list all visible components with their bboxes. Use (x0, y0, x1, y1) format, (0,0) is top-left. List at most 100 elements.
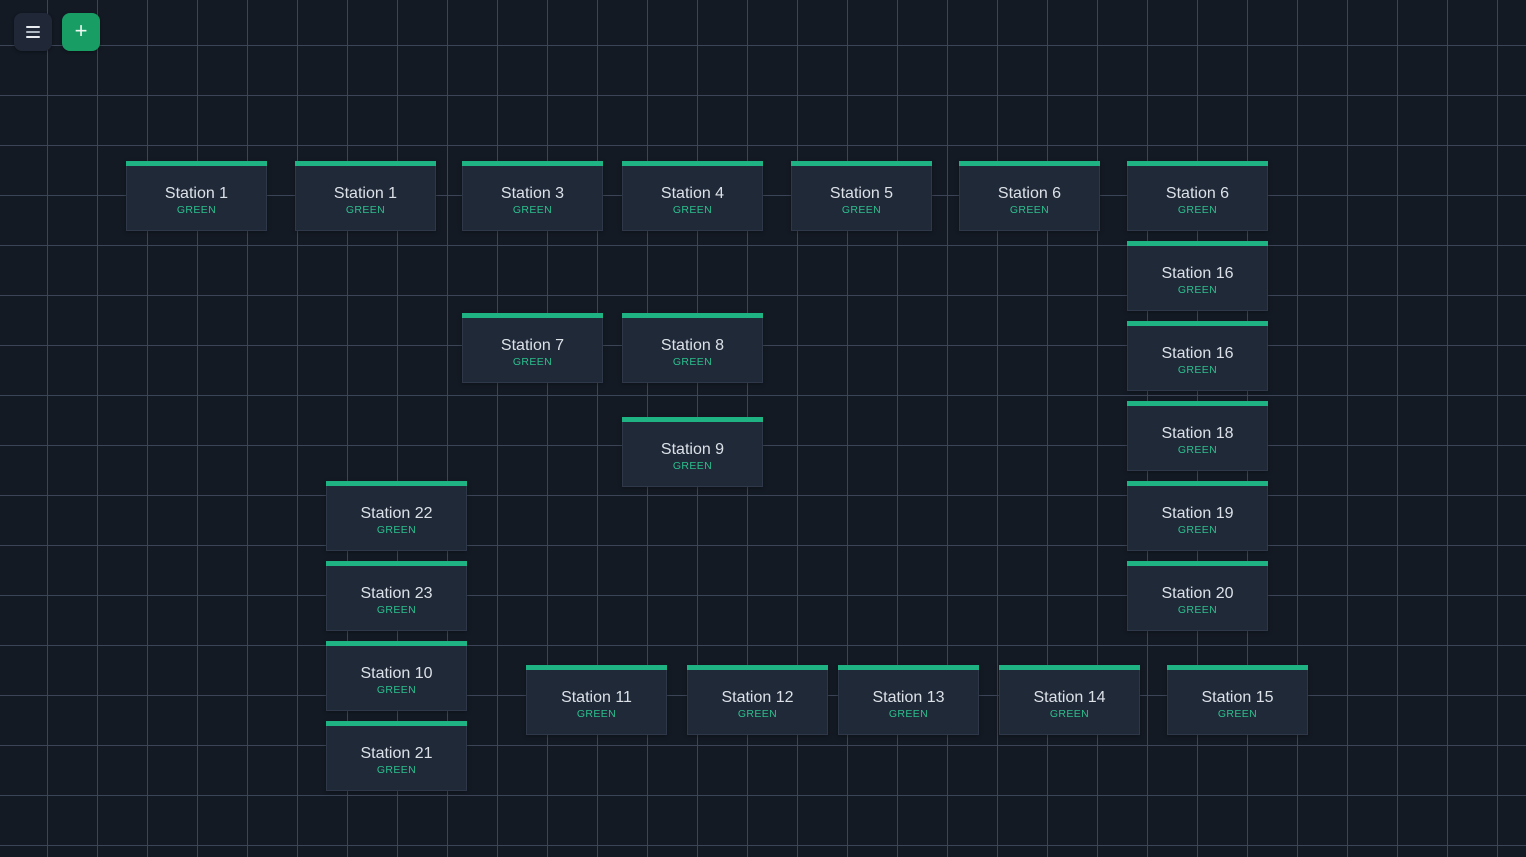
node-status-bar (1127, 321, 1268, 326)
node-body: Station 23 GREEN (327, 566, 466, 630)
node-body: Station 11 GREEN (527, 670, 666, 734)
node-body: Station 18 GREEN (1128, 406, 1267, 470)
station-node[interactable]: Station 14 GREEN (999, 665, 1140, 735)
station-title: Station 6 (997, 185, 1062, 202)
station-title: Station 8 (660, 337, 725, 354)
station-status: GREEN (512, 356, 553, 368)
station-status: GREEN (1177, 524, 1218, 536)
node-status-bar (1127, 401, 1268, 406)
station-status: GREEN (888, 708, 929, 720)
station-node[interactable]: Station 1 GREEN (295, 161, 436, 231)
node-status-bar (1127, 481, 1268, 486)
node-status-bar (1127, 241, 1268, 246)
station-node[interactable]: Station 10 GREEN (326, 641, 467, 711)
node-body: Station 12 GREEN (688, 670, 827, 734)
station-node[interactable]: Station 7 GREEN (462, 313, 603, 383)
node-body: Station 5 GREEN (792, 166, 931, 230)
station-node[interactable]: Station 15 GREEN (1167, 665, 1308, 735)
station-status: GREEN (376, 524, 417, 536)
station-node[interactable]: Station 11 GREEN (526, 665, 667, 735)
station-node[interactable]: Station 6 GREEN (1127, 161, 1268, 231)
station-status: GREEN (672, 204, 713, 216)
station-node[interactable]: Station 13 GREEN (838, 665, 979, 735)
node-status-bar (959, 161, 1100, 166)
station-node[interactable]: Station 8 GREEN (622, 313, 763, 383)
station-title: Station 18 (1161, 425, 1234, 442)
node-status-bar (687, 665, 828, 670)
node-status-bar (526, 665, 667, 670)
station-title: Station 22 (360, 505, 433, 522)
node-body: Station 16 GREEN (1128, 326, 1267, 390)
node-body: Station 7 GREEN (463, 318, 602, 382)
node-body: Station 16 GREEN (1128, 246, 1267, 310)
station-title: Station 1 (333, 185, 398, 202)
station-node[interactable]: Station 1 GREEN (126, 161, 267, 231)
station-status: GREEN (1177, 444, 1218, 456)
node-status-bar (622, 161, 763, 166)
node-status-bar (462, 313, 603, 318)
node-body: Station 9 GREEN (623, 422, 762, 486)
station-status: GREEN (1177, 284, 1218, 296)
node-status-bar (622, 417, 763, 422)
station-node[interactable]: Station 6 GREEN (959, 161, 1100, 231)
node-status-bar (326, 641, 467, 646)
node-status-bar (462, 161, 603, 166)
station-title: Station 7 (500, 337, 565, 354)
node-status-bar (999, 665, 1140, 670)
station-node[interactable]: Station 12 GREEN (687, 665, 828, 735)
station-title: Station 4 (660, 185, 725, 202)
station-title: Station 20 (1161, 585, 1234, 602)
station-title: Station 1 (164, 185, 229, 202)
node-body: Station 22 GREEN (327, 486, 466, 550)
add-station-button[interactable]: + (62, 13, 100, 51)
node-body: Station 10 GREEN (327, 646, 466, 710)
node-body: Station 8 GREEN (623, 318, 762, 382)
station-node[interactable]: Station 20 GREEN (1127, 561, 1268, 631)
station-title: Station 16 (1161, 345, 1234, 362)
node-status-bar (326, 721, 467, 726)
station-title: Station 3 (500, 185, 565, 202)
node-status-bar (622, 313, 763, 318)
station-title: Station 9 (660, 441, 725, 458)
station-node[interactable]: Station 9 GREEN (622, 417, 763, 487)
station-title: Station 21 (360, 745, 433, 762)
menu-button[interactable] (14, 13, 52, 51)
node-status-bar (791, 161, 932, 166)
station-node[interactable]: Station 5 GREEN (791, 161, 932, 231)
station-status: GREEN (376, 764, 417, 776)
node-body: Station 19 GREEN (1128, 486, 1267, 550)
node-body: Station 6 GREEN (960, 166, 1099, 230)
node-status-bar (326, 481, 467, 486)
station-status: GREEN (376, 684, 417, 696)
station-node[interactable]: Station 18 GREEN (1127, 401, 1268, 471)
station-status: GREEN (737, 708, 778, 720)
node-status-bar (326, 561, 467, 566)
station-node[interactable]: Station 19 GREEN (1127, 481, 1268, 551)
station-node[interactable]: Station 3 GREEN (462, 161, 603, 231)
station-status: GREEN (1177, 604, 1218, 616)
station-node[interactable]: Station 16 GREEN (1127, 241, 1268, 311)
station-status: GREEN (1217, 708, 1258, 720)
node-body: Station 1 GREEN (296, 166, 435, 230)
station-node[interactable]: Station 4 GREEN (622, 161, 763, 231)
station-node[interactable]: Station 22 GREEN (326, 481, 467, 551)
station-status: GREEN (1009, 204, 1050, 216)
station-status: GREEN (376, 604, 417, 616)
station-status: GREEN (1177, 204, 1218, 216)
station-title: Station 5 (829, 185, 894, 202)
node-body: Station 1 GREEN (127, 166, 266, 230)
hamburger-icon (26, 26, 40, 38)
station-title: Station 12 (721, 689, 794, 706)
station-title: Station 23 (360, 585, 433, 602)
station-title: Station 11 (561, 689, 632, 706)
plus-icon: + (74, 18, 88, 43)
station-node[interactable]: Station 23 GREEN (326, 561, 467, 631)
node-status-bar (295, 161, 436, 166)
station-node[interactable]: Station 21 GREEN (326, 721, 467, 791)
node-body: Station 14 GREEN (1000, 670, 1139, 734)
station-status: GREEN (512, 204, 553, 216)
node-body: Station 15 GREEN (1168, 670, 1307, 734)
station-node[interactable]: Station 16 GREEN (1127, 321, 1268, 391)
node-body: Station 6 GREEN (1128, 166, 1267, 230)
